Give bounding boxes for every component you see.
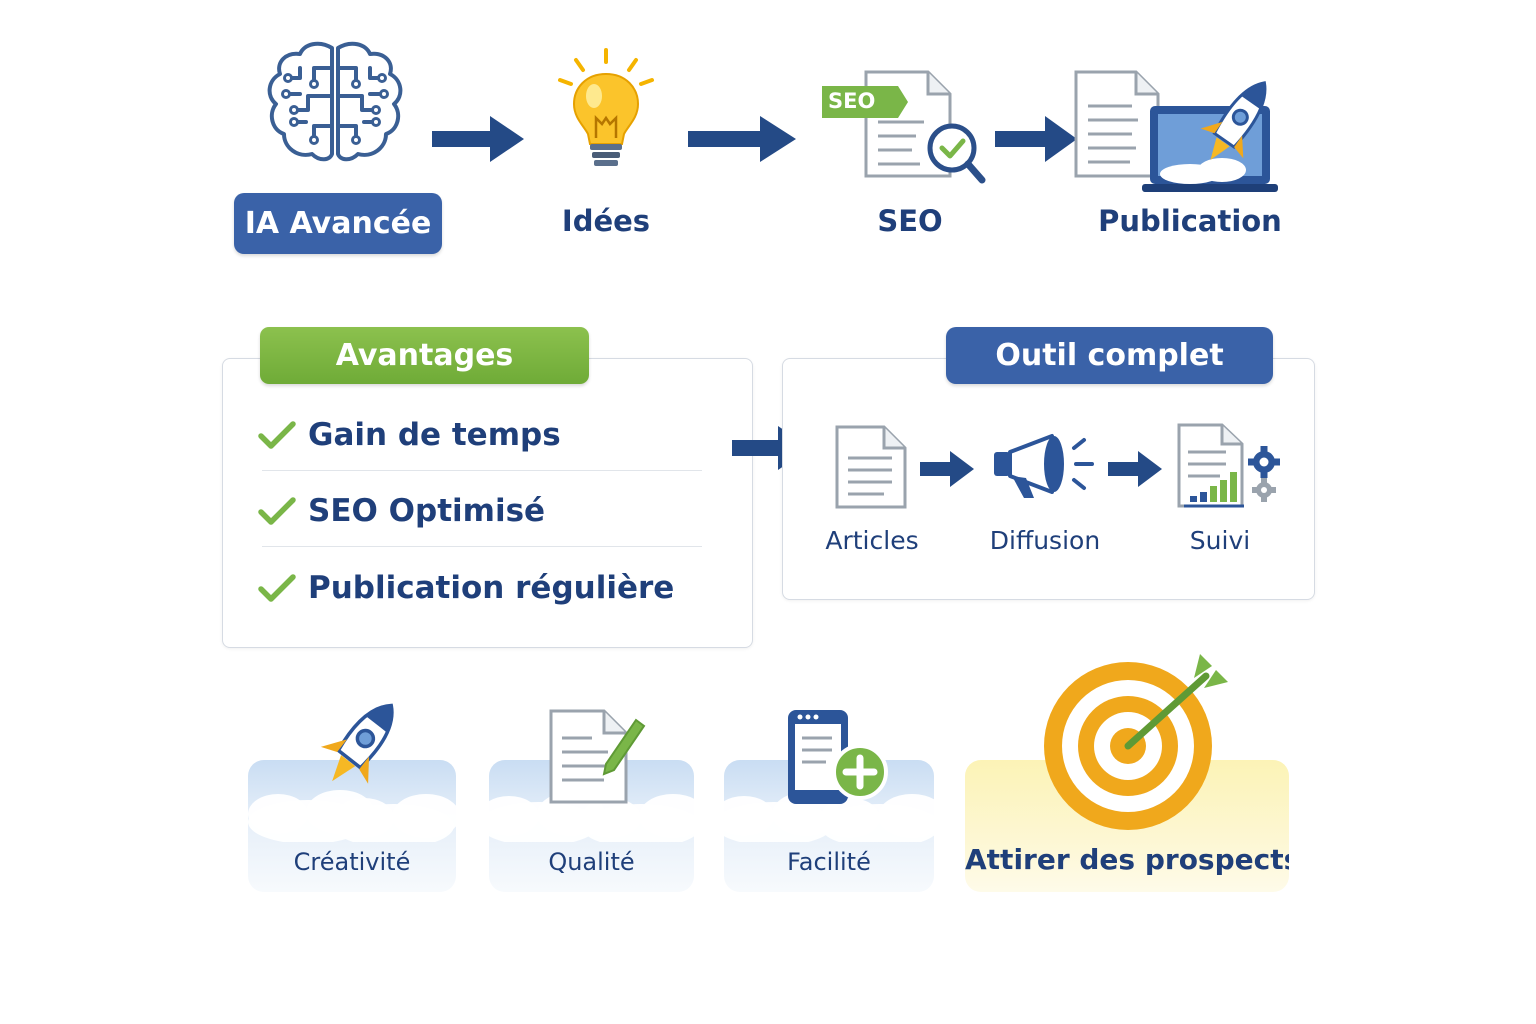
tool-step-diffusion: Diffusion [989,526,1101,555]
advantage-text: Gain de temps [308,417,561,453]
arrow-right-icon [1108,451,1162,487]
advantages-title: Avantages [260,327,589,384]
step-publication: Publication [1098,204,1282,238]
seo-document-icon [822,70,986,184]
benefit-label: Créativité [293,848,411,876]
benefit-label: Facilité [787,848,871,876]
rocket-laptop-icon [1074,70,1278,192]
benefit-card-creativite: Créativité [248,760,456,892]
divider [262,470,702,471]
advantage-item: SEO Optimisé [258,476,702,546]
article-icon [835,425,907,509]
arrow-right-icon [920,451,974,487]
step-idees: Idées [561,204,651,238]
step-ia-avancee: IA Avancée [234,193,442,254]
check-icon [258,574,296,602]
advantage-text: SEO Optimisé [308,493,546,529]
tool-step-suivi: Suivi [1189,526,1251,555]
advantages-title-text: Avantages [335,338,514,373]
analytics-report-icon [1177,423,1280,508]
divider [262,546,702,547]
brain-icon [267,41,403,162]
rocket-icon [320,703,394,784]
advantage-item: Publication régulière [258,553,702,623]
mobile-add-icon [788,710,888,804]
tool-step-articles: Articles [825,526,919,555]
benefit-label: Attirer des prospects [965,843,1289,876]
megaphone-icon [994,434,1094,498]
advantage-item: Gain de temps [258,400,702,470]
check-icon [258,497,296,525]
advantage-text: Publication régulière [308,570,675,606]
tool-title-text: Outil complet [995,338,1224,373]
step-seo: SEO [877,204,943,238]
step-label: IA Avancée [244,206,432,241]
arrow-right-icon [688,116,796,162]
target-icon [1044,654,1228,830]
check-icon [258,421,296,449]
benefit-label: Qualité [548,848,635,876]
tool-title: Outil complet [946,327,1273,384]
seo-tag: SEO [828,89,876,113]
arrow-right-icon [432,116,524,162]
advantages-panel [222,358,753,648]
lightbulb-icon [558,48,654,166]
arrow-right-icon [995,116,1077,162]
document-pen-icon [549,709,646,804]
